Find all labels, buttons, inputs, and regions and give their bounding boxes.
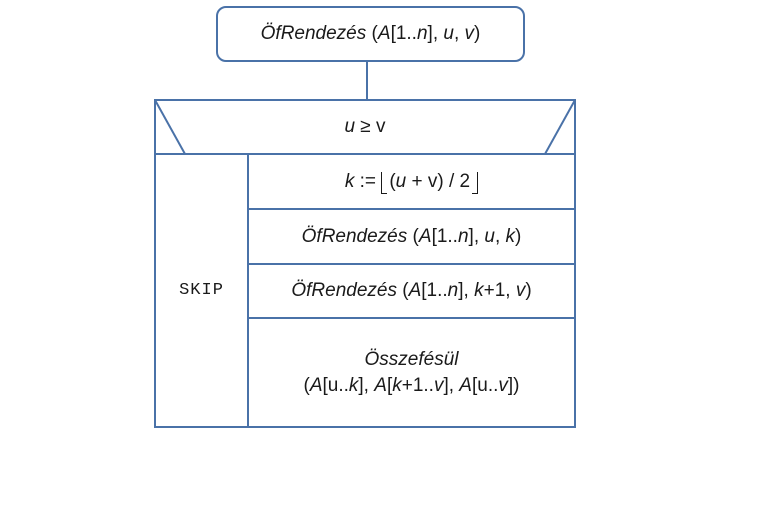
call1-p2: [1.. bbox=[431, 225, 458, 247]
call1-p4: , bbox=[494, 225, 506, 247]
merge-a2: A bbox=[374, 374, 387, 396]
merge-a3: A bbox=[459, 374, 472, 396]
condition-u: u bbox=[344, 116, 356, 137]
merge-statement: Összefésül (A[u..k], A[k+1..v], A[u..v]) bbox=[248, 318, 575, 427]
call2-p5: ) bbox=[525, 280, 532, 301]
header-range-close: ], bbox=[427, 23, 444, 44]
call2-p3: ], bbox=[458, 280, 475, 301]
condition-label: u ≥ v bbox=[185, 100, 545, 154]
condition-right-diagonal bbox=[544, 99, 576, 155]
call2-v: v bbox=[515, 280, 526, 301]
floor-left-bracket bbox=[381, 171, 388, 194]
call1-p5: ) bbox=[515, 225, 522, 247]
call2-n: n bbox=[447, 280, 459, 301]
floor-right-bracket bbox=[472, 171, 479, 194]
header-u: u bbox=[443, 23, 454, 44]
call1-k: k bbox=[505, 225, 516, 247]
header-comma: , bbox=[453, 23, 465, 44]
call1-name: ÖfRendezés bbox=[301, 225, 408, 247]
call1-n: n bbox=[457, 225, 469, 247]
header-n: n bbox=[416, 23, 428, 44]
assign-rest: + v) / 2 bbox=[406, 170, 471, 192]
call1-p1: ( bbox=[407, 225, 419, 247]
call2-p2: [1.. bbox=[421, 280, 448, 301]
assign-statement: k := (u + v) / 2 bbox=[248, 154, 575, 209]
header-paren-close: ) bbox=[474, 23, 481, 44]
assign-u: u bbox=[395, 170, 407, 192]
merge-r3c: ]) bbox=[507, 374, 520, 396]
merge-args: (A[u..k], A[k+1..v], A[u..v]) bbox=[303, 373, 519, 399]
call1-a: A bbox=[418, 225, 432, 247]
header-paren-open: ( bbox=[366, 23, 378, 44]
assign-op: := bbox=[354, 170, 382, 192]
assign-open: ( bbox=[389, 170, 396, 192]
call2-p1: ( bbox=[396, 280, 409, 301]
merge-v2: v bbox=[433, 374, 444, 396]
recursive-call-2: ÖfRendezés (A[1..n], k+1, v) bbox=[248, 264, 575, 318]
call1-p3: ], bbox=[468, 225, 485, 247]
header-array: A bbox=[377, 23, 391, 44]
header-range: [1.. bbox=[390, 23, 417, 44]
condition-left-diagonal bbox=[154, 99, 186, 155]
skip-text: SKIP bbox=[179, 280, 224, 300]
call2-name: ÖfRendezés bbox=[291, 280, 397, 301]
procedure-header-box bbox=[216, 6, 525, 62]
call2-a: A bbox=[408, 280, 422, 301]
merge-r2: [ bbox=[386, 374, 393, 396]
merge-r2c: ], bbox=[443, 374, 460, 396]
merge-k2: k bbox=[392, 374, 402, 396]
condition-op: ≥ v bbox=[355, 116, 386, 137]
assign-k: k bbox=[344, 170, 355, 192]
call2-p4: +1, bbox=[483, 280, 516, 301]
merge-name: Összefésül bbox=[364, 348, 459, 370]
merge-a1: A bbox=[309, 374, 323, 396]
merge-v3: v bbox=[498, 374, 508, 396]
call1-u: u bbox=[484, 225, 495, 247]
merge-k1: k bbox=[348, 374, 359, 396]
header-v: v bbox=[464, 23, 475, 44]
merge-o1: ( bbox=[303, 374, 310, 396]
procedure-name: ÖfRendezés bbox=[260, 23, 367, 44]
procedure-header-label: ÖfRendezés (A[1..n], u, v) bbox=[217, 7, 524, 61]
merge-r1: [u.. bbox=[322, 374, 349, 396]
merge-r3: [u.. bbox=[471, 374, 499, 396]
recursive-call-1: ÖfRendezés (A[1..n], u, k) bbox=[248, 209, 575, 264]
merge-r1c: ], bbox=[358, 374, 375, 396]
merge-r2b: +1.. bbox=[401, 374, 434, 396]
call2-k: k bbox=[474, 280, 484, 301]
skip-label: SKIP bbox=[155, 154, 248, 427]
